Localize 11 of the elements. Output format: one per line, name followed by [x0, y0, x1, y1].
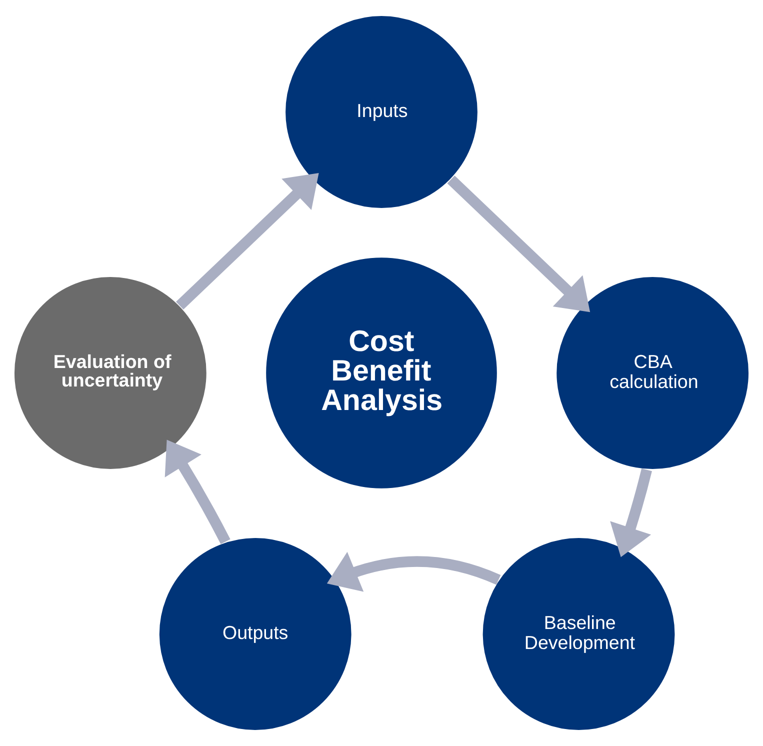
node-circle: Evaluation of uncertainty [13, 276, 208, 470]
arrow [176, 173, 319, 310]
arrow [610, 468, 652, 558]
node-circle: Outputs [158, 536, 353, 732]
node-circle: Inputs [284, 14, 479, 210]
node-circle: Cost Benefit Analysis [264, 256, 498, 490]
arrow [447, 176, 590, 312]
arrow [326, 552, 501, 592]
node-circle: CBA calculation [555, 276, 750, 470]
node-circle: Baseline Development [481, 536, 676, 732]
arrow [164, 440, 230, 544]
